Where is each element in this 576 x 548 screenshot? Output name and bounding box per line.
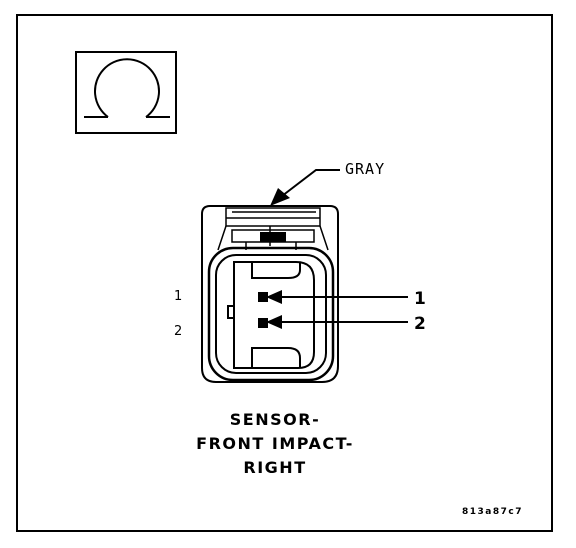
figure-id: 813a87c7 [462, 507, 523, 517]
wire-color-label: GRAY [345, 160, 386, 178]
component-name-line1: SENSOR- [229, 410, 321, 429]
connector-housing [201, 205, 339, 383]
cavity-2 [258, 318, 268, 328]
pin-callout-2: 2 [414, 314, 426, 334]
cavity-label-1: 1 [174, 289, 183, 304]
cavity-1 [258, 292, 268, 302]
pin-1-arrow [266, 290, 408, 304]
omega-view-icon [75, 51, 177, 134]
component-name-line3: RIGHT [243, 458, 307, 477]
component-name-line2: FRONT IMPACT- [196, 434, 354, 453]
diagram-frame [16, 14, 553, 532]
gray-leader-arrow [270, 169, 340, 206]
pin-callout-1: 1 [414, 289, 426, 309]
pin-2-arrow [266, 315, 408, 329]
cavity-label-2: 2 [174, 324, 183, 339]
